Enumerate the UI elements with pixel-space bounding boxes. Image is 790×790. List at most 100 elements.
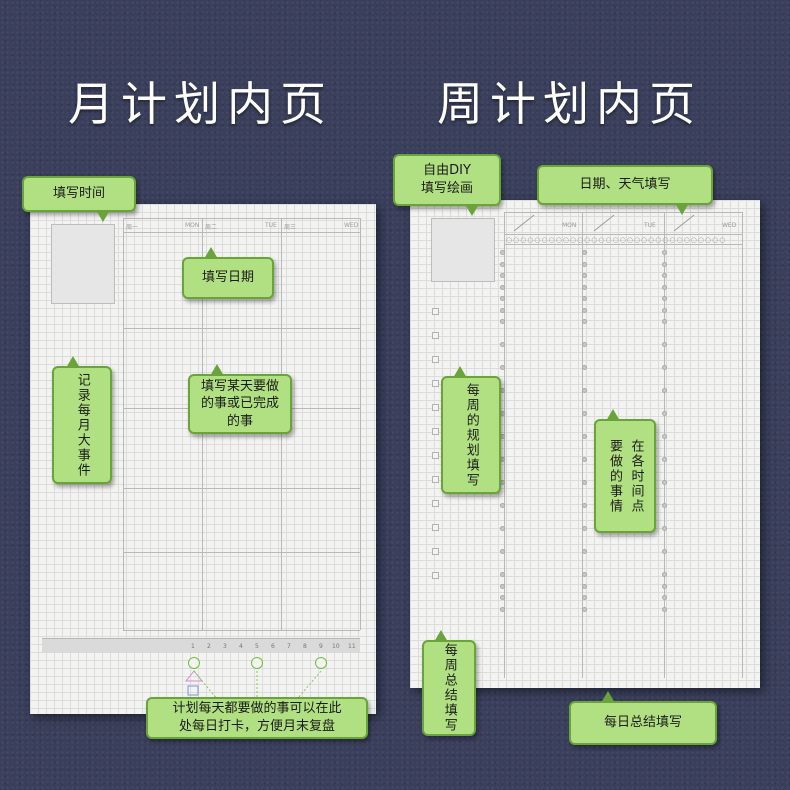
time-dot (582, 572, 587, 577)
time-dot (500, 284, 505, 290)
time-dot (662, 273, 667, 278)
header-mon-cn: 周一 (126, 224, 139, 231)
task-checkbox (432, 476, 439, 483)
time-dot (582, 307, 587, 313)
tracker-day: 9 (319, 643, 323, 650)
callout-weekly-plan: 每周的规划填写 (441, 366, 501, 494)
callout-daily-todo: 填写某天要做 的事或已完成 的事 (188, 364, 292, 434)
time-dot (662, 583, 667, 589)
header-mon-en: MON (185, 222, 200, 229)
time-dot (582, 457, 587, 462)
time-dot (662, 411, 667, 416)
callout-diy-drawing: 自由DIY 填写绘画 (393, 154, 501, 216)
task-checkbox (432, 332, 439, 339)
weekly-plan-title: 周计划内页 (437, 77, 702, 131)
time-dot (662, 365, 667, 370)
time-dot (662, 549, 667, 554)
time-dot (500, 365, 505, 370)
task-checkbox (432, 428, 439, 435)
tracker-circle (315, 657, 327, 669)
header-mon: MON (562, 222, 577, 229)
callout-time-tasks: 要做的事情 在各时间点 (594, 409, 656, 533)
time-dot (500, 572, 505, 577)
time-dot (662, 503, 667, 508)
time-dot (582, 273, 587, 278)
time-dot (582, 583, 587, 589)
task-checkbox (432, 500, 439, 507)
time-dot (662, 434, 667, 439)
time-dot (662, 296, 667, 301)
time-dot (500, 342, 505, 347)
monthly-plan-title: 月计划内页 (68, 77, 333, 131)
tracker-day: 2 (207, 643, 211, 650)
task-checkbox (432, 308, 439, 315)
time-dot (500, 250, 505, 255)
tracker-shapes (184, 670, 204, 696)
time-dot (582, 342, 587, 347)
callout-fill-date: 填写日期 (182, 247, 274, 299)
header-wed-cn: 周三 (284, 224, 297, 231)
time-dot (582, 296, 587, 301)
time-dot (662, 261, 667, 267)
time-dot (500, 296, 505, 301)
time-dot (582, 595, 587, 600)
time-dot (662, 526, 667, 531)
time-dot (662, 572, 667, 577)
task-checkbox (432, 380, 439, 387)
tracker-day: 5 (255, 643, 259, 650)
time-dot (582, 284, 587, 290)
time-dot (582, 434, 587, 439)
date-slashes (513, 214, 695, 232)
time-dot (662, 319, 667, 324)
time-dot (582, 606, 587, 612)
time-dot (662, 250, 667, 255)
time-dot (582, 480, 587, 485)
time-dot (500, 595, 505, 600)
weather-icons: ○○○○○○○○○○○○○○○○○○○○○○○○○○○○○○○ (506, 236, 727, 244)
time-dot (500, 273, 505, 278)
header-wed: WED (722, 222, 737, 229)
tracker-day: 4 (239, 643, 243, 650)
time-dot (500, 307, 505, 313)
callout-date-weather: 日期、天气填写 (537, 165, 713, 215)
time-dot (582, 261, 587, 267)
callout-fill-time: 填写时间 (22, 176, 136, 222)
header-tue-cn: 周二 (205, 224, 218, 231)
time-dot (662, 388, 667, 393)
time-dot (662, 595, 667, 600)
habit-tracker: 1 2 3 4 5 6 7 8 9 10 11 (42, 638, 360, 706)
tracker-day: 1 (191, 643, 195, 650)
task-checkbox (432, 356, 439, 363)
tracker-day: 8 (303, 643, 307, 650)
time-dot (582, 250, 587, 255)
time-dot (500, 503, 505, 508)
tracker-circle (188, 657, 200, 669)
callout-weekly-summary: 每周总结填写 (422, 630, 476, 736)
time-tasks-col1: 要做的事情 (607, 438, 622, 514)
time-dot (662, 457, 667, 462)
time-dot (500, 526, 505, 531)
header-tue-en: TUE (265, 222, 277, 229)
tracker-day: 7 (287, 643, 291, 650)
time-tasks-col2: 在各时间点 (628, 438, 644, 514)
time-dot (662, 480, 667, 485)
callout-daily-summary: 每日总结填写 (569, 691, 717, 745)
task-checkbox (432, 404, 439, 411)
photo-box (51, 224, 115, 304)
time-dot (582, 549, 587, 554)
callout-monthly-events: 记录每月大事件 (52, 356, 112, 484)
task-checkbox (432, 524, 439, 531)
time-dot (662, 342, 667, 347)
header-wed-en: WED (344, 222, 359, 229)
time-dot (582, 526, 587, 531)
time-dot (582, 503, 587, 508)
time-dot (582, 319, 587, 324)
time-dot (500, 549, 505, 554)
time-dot (500, 319, 505, 324)
time-dot (662, 307, 667, 313)
header-tue: TUE (644, 222, 656, 229)
task-checkbox (432, 548, 439, 555)
time-dot (500, 606, 505, 612)
drawing-box (431, 218, 495, 282)
weekly-plan-page: MON TUE WED ○○○○○○○○○○○○○○○○○○○○○○○○○○○○… (410, 200, 760, 688)
